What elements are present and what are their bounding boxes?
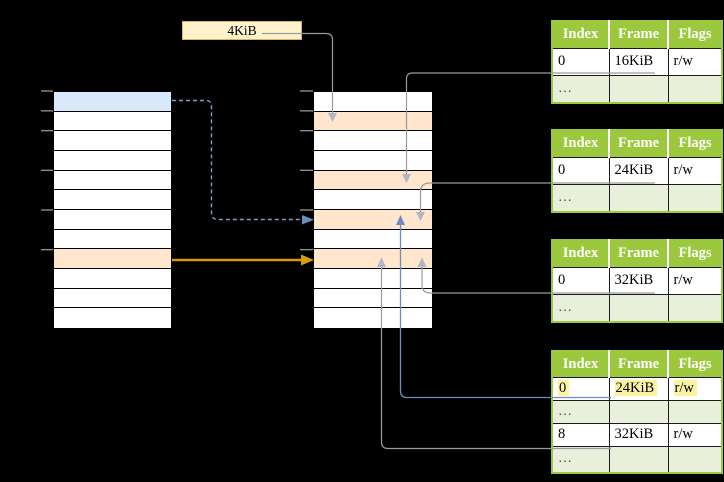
cell-ellipsis: … bbox=[551, 184, 610, 213]
page-table-row bbox=[314, 229, 432, 250]
table-row: 0 32KiB r/w bbox=[551, 266, 723, 295]
level2-page-table bbox=[313, 91, 433, 329]
page-table-row bbox=[54, 288, 171, 309]
page-table-row bbox=[314, 111, 432, 132]
table-row-ellipsis: … bbox=[551, 184, 723, 213]
page-table-row bbox=[54, 170, 171, 191]
table-row: 0 24KiB r/w bbox=[551, 156, 723, 185]
table-row-ellipsis: … bbox=[551, 399, 723, 424]
cell-index: 0 bbox=[551, 156, 610, 185]
cell-empty bbox=[667, 399, 723, 424]
table-row: 8 32KiB r/w bbox=[551, 422, 723, 447]
page-table-row bbox=[314, 209, 432, 230]
cell-empty bbox=[608, 399, 669, 424]
page-table-row bbox=[314, 308, 432, 328]
page-table-row bbox=[314, 249, 432, 269]
cell-frame: 24KiB bbox=[608, 156, 669, 185]
col-header-flags: Flags bbox=[668, 130, 722, 157]
cell-index: 0 bbox=[551, 266, 610, 295]
table-row: 0 16KiB r/w bbox=[551, 47, 723, 76]
table-header-row: Index Frame Flags bbox=[552, 351, 722, 377]
frame-table-16kib: Index Frame Flags 0 16KiB r/w … bbox=[551, 20, 723, 104]
frame-table-32kib: Index Frame Flags 0 32KiB r/w … bbox=[551, 239, 723, 323]
page-table-row bbox=[54, 229, 171, 250]
table-row-ellipsis: … bbox=[551, 445, 723, 474]
cell-empty bbox=[608, 75, 669, 104]
cell-empty bbox=[667, 445, 723, 474]
connector-level1-entry-to-level2-table bbox=[172, 99, 302, 221]
col-header-flags: Flags bbox=[668, 21, 722, 48]
cell-empty bbox=[608, 184, 669, 213]
highlighted-value: r/w bbox=[673, 380, 697, 396]
col-header-frame: Frame bbox=[609, 240, 669, 267]
cell-flags: r/w bbox=[667, 266, 723, 295]
page-table-row bbox=[314, 150, 432, 171]
level1-page-table bbox=[53, 91, 172, 329]
page-table-row bbox=[54, 92, 171, 112]
highlighted-value: 24KiB bbox=[614, 380, 658, 396]
page-table-row bbox=[314, 268, 432, 289]
table-row-ellipsis: … bbox=[551, 294, 723, 323]
page-table-row bbox=[54, 209, 171, 230]
table-header-row: Index Frame Flags bbox=[552, 240, 722, 267]
cell-empty bbox=[667, 75, 723, 104]
table-row-highlighted: 0 24KiB r/w bbox=[551, 376, 723, 401]
table-header-row: Index Frame Flags bbox=[552, 130, 722, 157]
col-header-frame: Frame bbox=[609, 130, 669, 157]
highlighted-value: 0 bbox=[558, 380, 570, 396]
page-table-row bbox=[314, 190, 432, 210]
col-header-index: Index bbox=[552, 351, 610, 377]
page-table-row bbox=[314, 131, 432, 151]
cell-ellipsis: … bbox=[551, 294, 610, 323]
frame-table-24kib: Index Frame Flags 0 24KiB r/w … bbox=[551, 129, 723, 213]
page-table-row bbox=[54, 150, 171, 171]
page-table-row bbox=[314, 92, 432, 112]
cell-ellipsis: … bbox=[551, 445, 610, 474]
cell-flags: r/w bbox=[667, 376, 723, 401]
cell-empty bbox=[608, 294, 669, 323]
cell-ellipsis: … bbox=[551, 399, 610, 424]
cell-empty bbox=[608, 445, 669, 474]
page-table-row bbox=[54, 308, 171, 328]
cell-empty bbox=[667, 184, 723, 213]
page-table-row bbox=[54, 190, 171, 210]
col-header-index: Index bbox=[552, 240, 610, 267]
col-header-flags: Flags bbox=[668, 240, 722, 267]
frame-table-level2: Index Frame Flags 0 24KiB r/w … 8 32KiB … bbox=[551, 350, 723, 474]
col-header-frame: Frame bbox=[609, 21, 669, 48]
cell-flags: r/w bbox=[667, 47, 723, 76]
cell-frame: 16KiB bbox=[608, 47, 669, 76]
page-table-row bbox=[314, 288, 432, 309]
cell-index: 8 bbox=[551, 422, 610, 447]
cell-frame: 24KiB bbox=[608, 376, 669, 401]
cell-flags: r/w bbox=[667, 422, 723, 447]
table-header-row: Index Frame Flags bbox=[552, 21, 722, 48]
cell-ellipsis: … bbox=[551, 75, 610, 104]
page-table-row bbox=[54, 268, 171, 289]
size-label-4kib: 4KiB bbox=[182, 21, 302, 40]
page-table-row bbox=[54, 249, 171, 269]
cell-empty bbox=[667, 294, 723, 323]
col-header-frame: Frame bbox=[609, 351, 669, 377]
col-header-index: Index bbox=[552, 21, 610, 48]
cell-flags: r/w bbox=[667, 156, 723, 185]
page-table-row bbox=[54, 111, 171, 132]
cell-frame: 32KiB bbox=[608, 422, 669, 447]
col-header-flags: Flags bbox=[668, 351, 722, 377]
cell-index: 0 bbox=[551, 376, 610, 401]
cell-frame: 32KiB bbox=[608, 266, 669, 295]
page-table-row bbox=[314, 170, 432, 191]
table-row-ellipsis: … bbox=[551, 75, 723, 104]
cell-index: 0 bbox=[551, 47, 610, 76]
col-header-index: Index bbox=[552, 130, 610, 157]
page-table-row bbox=[54, 131, 171, 151]
